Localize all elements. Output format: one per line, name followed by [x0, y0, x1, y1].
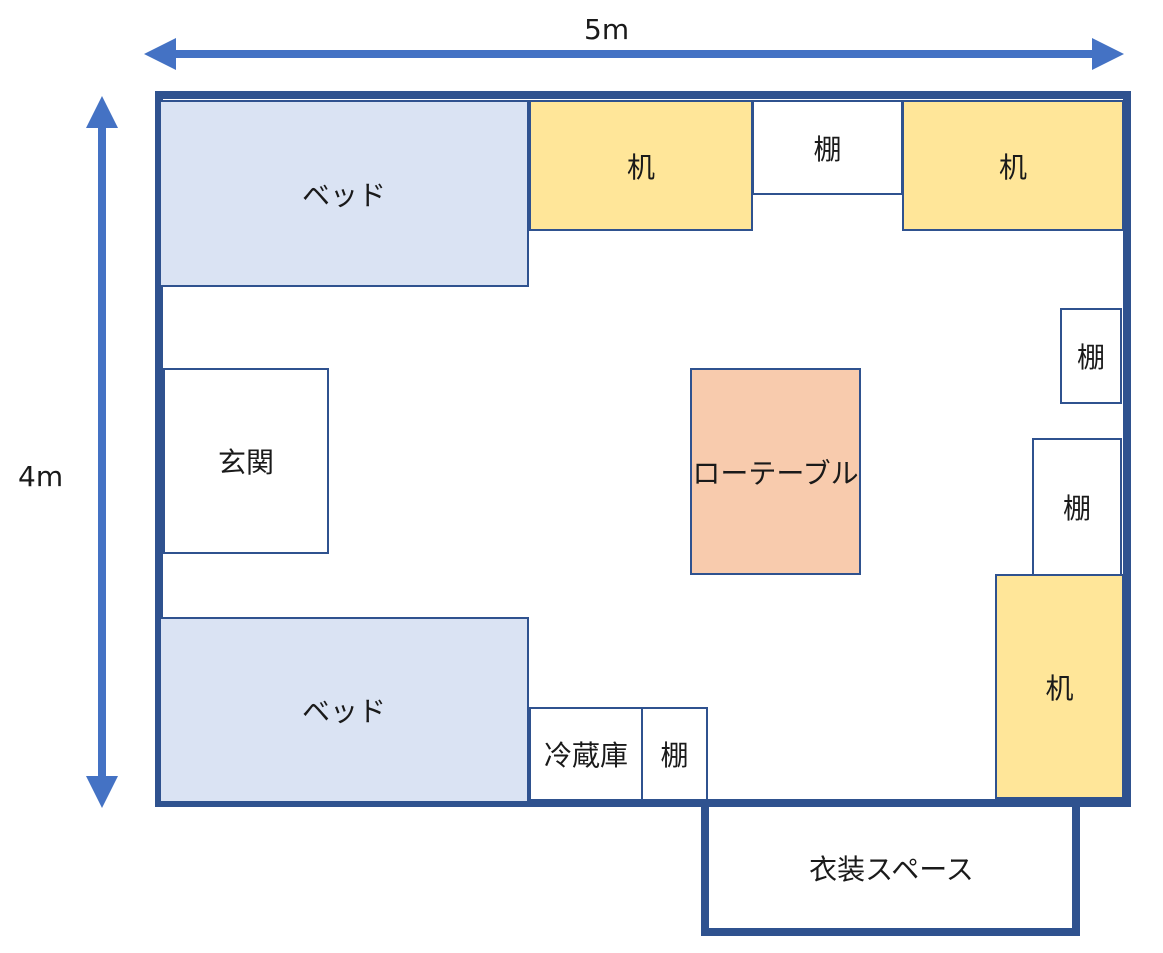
desk-right: 机 — [995, 574, 1124, 799]
entrance: 玄関 — [163, 368, 329, 554]
shelf-bottom-label: 棚 — [660, 739, 689, 772]
fridge: 冷蔵庫 — [529, 707, 643, 801]
low-table: ローテーブル — [690, 368, 861, 575]
bed-bottom-label: ベッド — [301, 695, 386, 728]
bed-top-label: ベッド — [301, 178, 386, 212]
closet-label: 衣装スペース — [809, 853, 974, 886]
entrance-label: 玄関 — [217, 446, 274, 479]
shelf-right-upper-label: 棚 — [1076, 341, 1105, 374]
shelf-top: 棚 — [752, 100, 903, 195]
width-dimension-label: 5m — [584, 13, 630, 46]
desk-right-label: 机 — [1045, 671, 1074, 705]
shelf-right-lower: 棚 — [1032, 438, 1122, 576]
shelf-right-upper: 棚 — [1060, 308, 1122, 404]
closet-wall — [701, 803, 1080, 936]
height-dimension-label: 4m — [18, 460, 64, 493]
desk-top-right: 机 — [902, 100, 1124, 231]
closet: 衣装スペース — [711, 808, 1072, 928]
shelf-top-label: 棚 — [813, 132, 842, 166]
desk-top-right-label: 机 — [998, 150, 1027, 184]
fridge-label: 冷蔵庫 — [543, 739, 628, 772]
desk-top-left-label: 机 — [626, 150, 655, 184]
shelf-right-lower-label: 棚 — [1062, 492, 1091, 525]
desk-top-left: 机 — [529, 100, 753, 231]
bed-top: ベッド — [159, 100, 529, 287]
low-table-label: ローテーブル — [692, 456, 859, 490]
shelf-bottom: 棚 — [641, 707, 708, 801]
bed-bottom: ベッド — [159, 617, 529, 803]
